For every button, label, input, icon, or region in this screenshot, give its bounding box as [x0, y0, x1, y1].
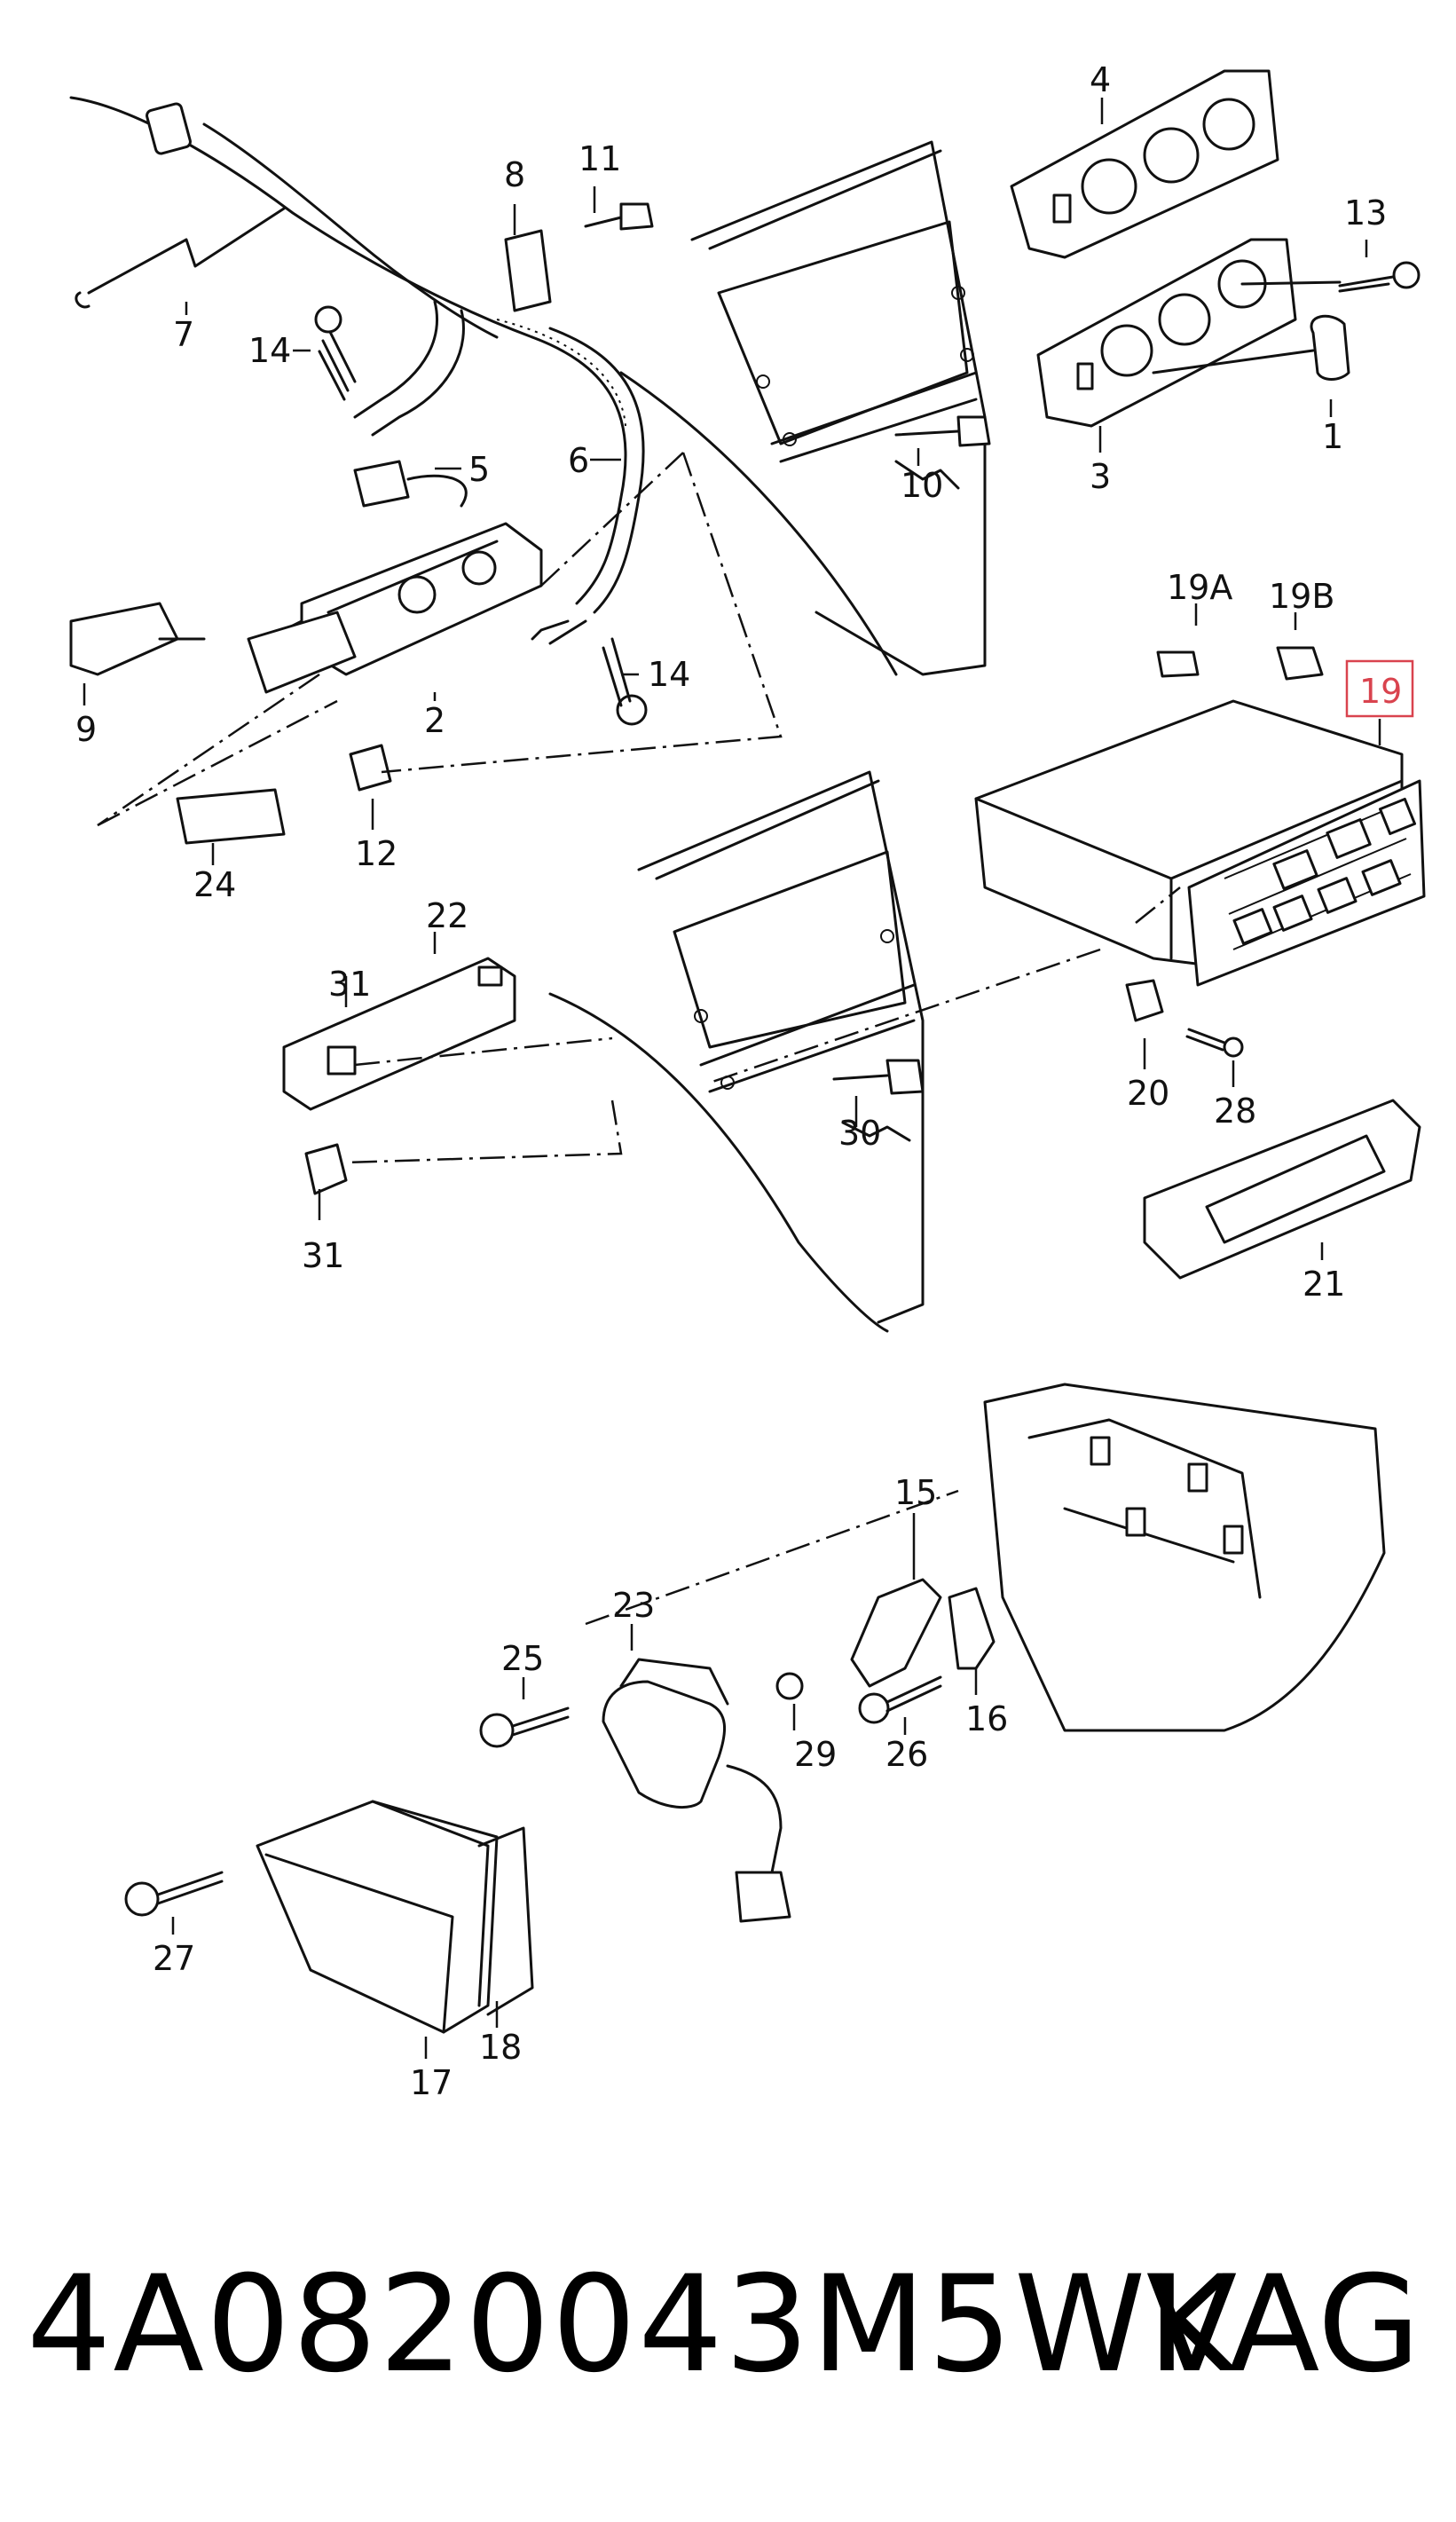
center-console-lower: [282, 770, 925, 1333]
label-6: 6: [568, 441, 589, 480]
label-9: 9: [75, 710, 97, 749]
label-24: 25: [501, 1639, 544, 1678]
label-4: 4: [1090, 60, 1111, 99]
footer: 4A0820043M5WK VAG: [0, 2245, 1456, 2405]
label-29: 29: [794, 1735, 837, 1774]
label-30: 30: [838, 1114, 881, 1153]
label-10: 10: [901, 466, 943, 505]
label-22: 22: [426, 896, 468, 935]
label-2: 2: [424, 701, 445, 740]
label-11: 11: [578, 139, 621, 178]
label-3: 3: [1090, 457, 1111, 496]
label-19b: 19B: [1269, 577, 1334, 616]
label-12: 12: [355, 834, 397, 873]
climate-control-unit: [709, 646, 1426, 1084]
label-18: 18: [479, 2028, 522, 2067]
heater-control-cable-group: [69, 96, 783, 845]
label-1: 1: [1322, 417, 1343, 456]
label-25: 24: [193, 865, 236, 904]
label-17: 17: [410, 2063, 453, 2102]
label-5: 5: [468, 450, 490, 489]
trim-panels-group: [1010, 69, 1421, 428]
label-19-highlight-box: [1345, 659, 1414, 718]
label-14-lower: 14: [648, 655, 690, 694]
label-28: 28: [1214, 1092, 1256, 1131]
part-number-title: 4A0820043M5WK: [27, 2248, 1237, 2402]
label-26: 26: [885, 1735, 928, 1774]
label-16: 16: [965, 1699, 1008, 1738]
label-21: 21: [1303, 1265, 1345, 1304]
label-7: 7: [173, 315, 194, 354]
label-23: 23: [612, 1586, 655, 1625]
label-14-upper: 14: [248, 331, 291, 370]
label-19a: 19A: [1167, 568, 1232, 607]
center-console-upper: [619, 140, 991, 676]
leader-lines: [83, 98, 1381, 2059]
label-13: 13: [1344, 193, 1387, 232]
label-20: 20: [1127, 1074, 1169, 1113]
part-labels: 4 13 1 3 8 11 7 14 5 6 10 14 2 9 12 24 1…: [75, 60, 1414, 2102]
trim-21: [1143, 1099, 1421, 1280]
label-15: 15: [894, 1473, 937, 1512]
dashboard-frame-lower: [124, 1383, 1386, 2034]
label-31-lower: 31: [302, 1236, 344, 1275]
brand-name: VAG: [1145, 2248, 1421, 2402]
label-8: 8: [504, 155, 525, 194]
label-19: 19: [1359, 672, 1402, 711]
label-31-upper: 31: [328, 965, 371, 1004]
label-27: 27: [153, 1939, 195, 1978]
